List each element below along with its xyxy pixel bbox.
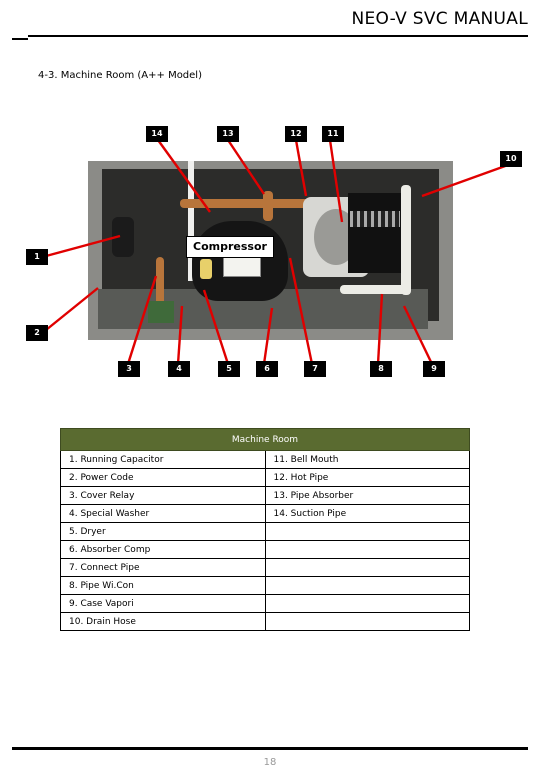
callout-7: 7 (304, 361, 326, 377)
table-cell: 10. Drain Hose (60, 612, 266, 631)
table-cell: 6. Absorber Comp (60, 540, 266, 559)
callout-12: 12 (285, 126, 307, 142)
callout-2: 2 (26, 325, 48, 341)
table-cell: 8. Pipe Wi.Con (60, 576, 266, 595)
page-number: 18 (263, 757, 277, 768)
callout-8: 8 (370, 361, 392, 377)
table-cell: 13. Pipe Absorber (264, 486, 470, 505)
header-title: NEO-V SVC MANUAL (351, 9, 528, 29)
running-capacitor (112, 217, 134, 257)
table-cell: 9. Case Vapori (60, 594, 266, 613)
callout-6: 6 (256, 361, 278, 377)
callout-11: 11 (322, 126, 344, 142)
table-cell: 2. Power Code (60, 468, 266, 487)
compressor-label: Compressor (186, 236, 274, 258)
table-cell (264, 540, 470, 559)
table-row: 10. Drain Hose (60, 612, 470, 631)
table-row: 8. Pipe Wi.Con (60, 576, 470, 595)
callout-13: 13 (217, 126, 239, 142)
case-vapori (348, 193, 404, 273)
table-cell: 3. Cover Relay (60, 486, 266, 505)
table-row: 6. Absorber Comp (60, 540, 470, 559)
callout-9: 9 (423, 361, 445, 377)
table-cell: 12. Hot Pipe (264, 468, 470, 487)
callout-10: 10 (500, 151, 522, 167)
table-cell (264, 522, 470, 541)
table-cell: 5. Dryer (60, 522, 266, 541)
table-title: Machine Room (60, 428, 470, 451)
header-rule (28, 35, 528, 37)
table-cell: 11. Bell Mouth (264, 450, 470, 469)
callout-14: 14 (146, 126, 168, 142)
table-cell (264, 594, 470, 613)
table-cell: 4. Special Washer (60, 504, 266, 523)
header-rule-left (12, 38, 28, 40)
table-cell (264, 612, 470, 631)
table-cell: 14. Suction Pipe (264, 504, 470, 523)
drain-hose (401, 185, 411, 295)
table-cell: 7. Connect Pipe (60, 558, 266, 577)
table-row: 9. Case Vapori (60, 594, 470, 613)
callout-4: 4 (168, 361, 190, 377)
table-cell (264, 558, 470, 577)
callout-5: 5 (218, 361, 240, 377)
callout-3: 3 (118, 361, 140, 377)
table-row: 7. Connect Pipe (60, 558, 470, 577)
section-title: 4-3. Machine Room (A++ Model) (38, 70, 202, 81)
table-row: 5. Dryer (60, 522, 470, 541)
table-cell: 1. Running Capacitor (60, 450, 266, 469)
callout-1: 1 (26, 249, 48, 265)
table-cell (264, 576, 470, 595)
footer-rule (12, 747, 528, 750)
